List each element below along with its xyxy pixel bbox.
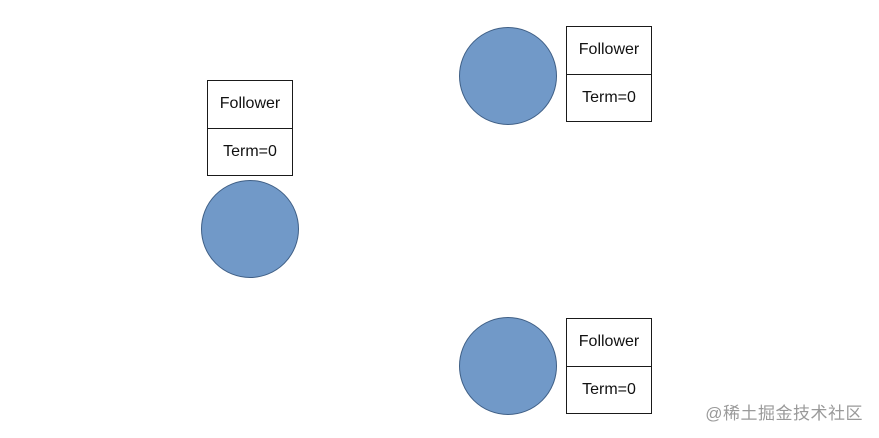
node-a-state-box: Follower Term=0 bbox=[207, 80, 293, 176]
node-a-role-label: Follower bbox=[219, 95, 281, 113]
node-a-term-label: Term=0 bbox=[208, 127, 292, 176]
watermark-text: @稀土掘金技术社区 bbox=[705, 404, 863, 423]
node-b-term-label: Term=0 bbox=[567, 73, 651, 122]
node-a-circle bbox=[201, 180, 299, 278]
node-c-circle bbox=[459, 317, 557, 415]
node-c-role-label: Follower bbox=[578, 333, 640, 351]
node-b-role-label: Follower bbox=[578, 41, 640, 59]
node-b-circle bbox=[459, 27, 557, 125]
node-b-state-box: Follower Term=0 bbox=[566, 26, 652, 122]
node-c-term-label: Term=0 bbox=[567, 365, 651, 414]
node-c-state-box: Follower Term=0 bbox=[566, 318, 652, 414]
